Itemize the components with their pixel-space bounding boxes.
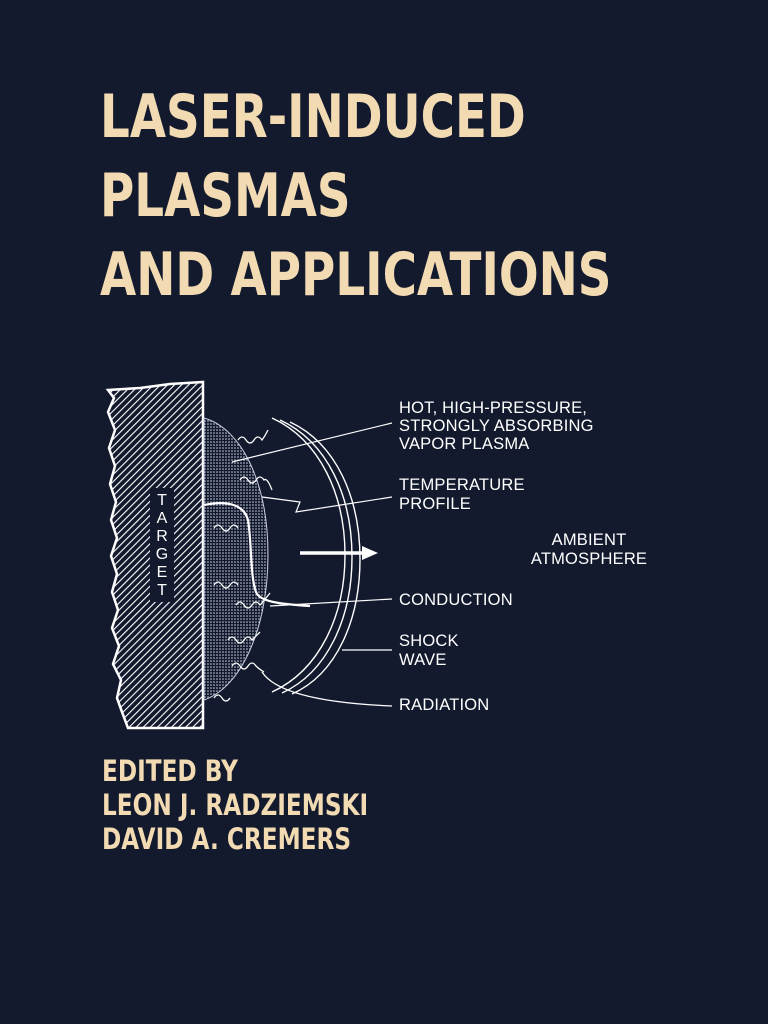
editor-name-1: LEON J. RADZIEMSKI bbox=[102, 788, 369, 822]
target-letter: G bbox=[156, 546, 168, 563]
temperature-profile-curve bbox=[203, 502, 311, 608]
expansion-arrow bbox=[300, 546, 378, 560]
editor-name-2: DAVID A. CREMERS bbox=[102, 822, 352, 856]
label-temperature-line-1: TEMPERATURE bbox=[399, 476, 525, 494]
leader-lines bbox=[231, 422, 393, 707]
target-label: T A R G E T bbox=[156, 492, 168, 599]
label-conduction: CONDUCTION bbox=[399, 591, 513, 609]
label-radiation: RADIATION bbox=[399, 696, 489, 714]
title-line-2: PLASMAS bbox=[100, 161, 351, 231]
target-letter: E bbox=[157, 564, 168, 581]
label-temperature-line-2: PROFILE bbox=[399, 495, 471, 513]
edited-by-heading: EDITED BY bbox=[102, 754, 238, 788]
plasma-plume bbox=[203, 417, 269, 701]
label-shock-line-2: WAVE bbox=[399, 651, 447, 669]
title-line-1: LASER-INDUCED bbox=[100, 82, 526, 152]
title-line-3: AND APPLICATIONS bbox=[100, 240, 612, 310]
target-letter: R bbox=[156, 528, 168, 545]
label-ambient-line-1: AMBIENT bbox=[552, 531, 627, 549]
target-letter: T bbox=[157, 492, 167, 509]
label-plasma-line-3: VAPOR PLASMA bbox=[399, 435, 529, 453]
radiation-squiggles bbox=[213, 429, 273, 702]
shock-wave-fronts bbox=[271, 417, 361, 695]
target-label-box bbox=[150, 488, 174, 602]
label-ambient-line-2: ATMOSPHERE bbox=[531, 550, 647, 568]
label-shock-line-1: SHOCK bbox=[399, 632, 459, 650]
label-plasma-line-2: STRONGLY ABSORBING bbox=[399, 417, 594, 435]
book-title: LASER-INDUCED PLASMAS AND APPLICATIONS bbox=[100, 78, 612, 315]
diagram-labels: HOT, HIGH-PRESSURE, STRONGLY ABSORBING V… bbox=[399, 399, 647, 714]
target-letter: A bbox=[157, 510, 168, 527]
label-plasma-line-1: HOT, HIGH-PRESSURE, bbox=[399, 399, 587, 417]
editors-block: EDITED BY LEON J. RADZIEMSKI DAVID A. CR… bbox=[102, 754, 368, 856]
target-letter: T bbox=[157, 582, 167, 599]
